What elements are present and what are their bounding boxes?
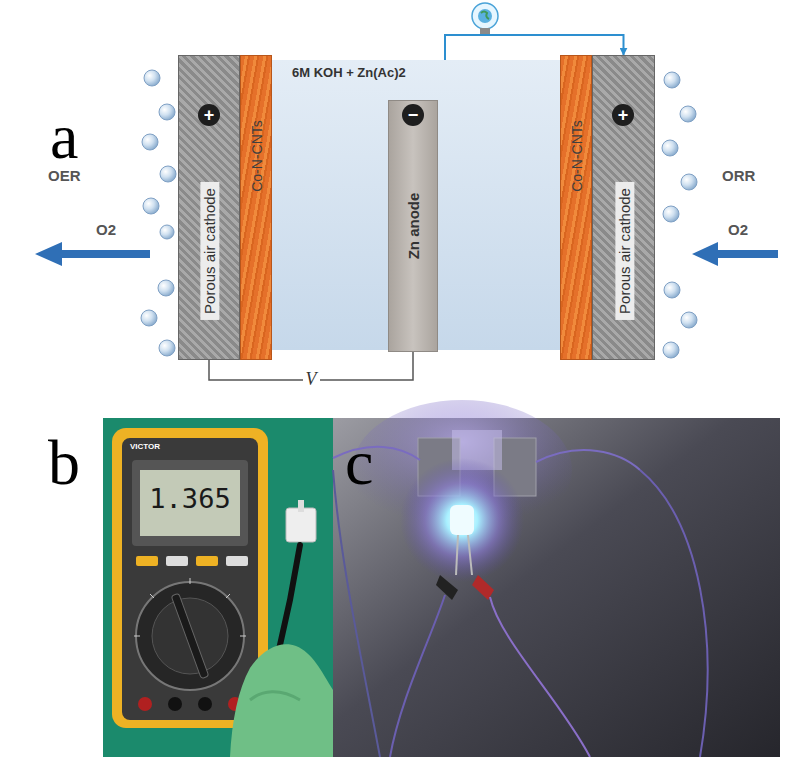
meter-symbol: V [303, 370, 320, 390]
gas-label: O2 [728, 222, 748, 239]
panel-letter: b [48, 428, 80, 498]
vertical-label: Co-N-CNTs [249, 120, 265, 192]
polarity-sign: + [198, 104, 220, 126]
orr-arrow [692, 242, 778, 266]
air-cathode: Porous air cathode [178, 55, 240, 360]
oer-arrow [35, 242, 150, 266]
vertical-label: Porous air cathode [615, 182, 634, 320]
reaction-label: OER [48, 168, 81, 185]
voltage-reading: 1.365 [140, 484, 240, 514]
panel-letter: a [50, 102, 78, 172]
reaction-label: ORR [722, 168, 755, 185]
polarity-sign: − [402, 104, 424, 126]
air-cathode: Porous air cathode [592, 55, 655, 360]
vertical-label: Zn anode [405, 193, 422, 260]
catalyst-layer: Co-N-CNTs [560, 55, 592, 360]
polarity-sign: + [612, 104, 634, 126]
multimeter-photo [103, 418, 333, 757]
electrolyte-label: 6M KOH + Zn(Ac)2 [292, 66, 406, 81]
vertical-label: Porous air cathode [200, 182, 219, 320]
catalyst-layer: Co-N-CNTs [240, 55, 272, 360]
light-bulb [472, 3, 498, 35]
panel-letter: c [345, 428, 373, 498]
vertical-label: Co-N-CNTs [569, 120, 585, 192]
gas-label: O2 [96, 222, 116, 239]
led-photo [333, 400, 780, 757]
brand-text: VICTOR [130, 443, 160, 452]
zinc-anode: Zn anode [388, 100, 438, 352]
